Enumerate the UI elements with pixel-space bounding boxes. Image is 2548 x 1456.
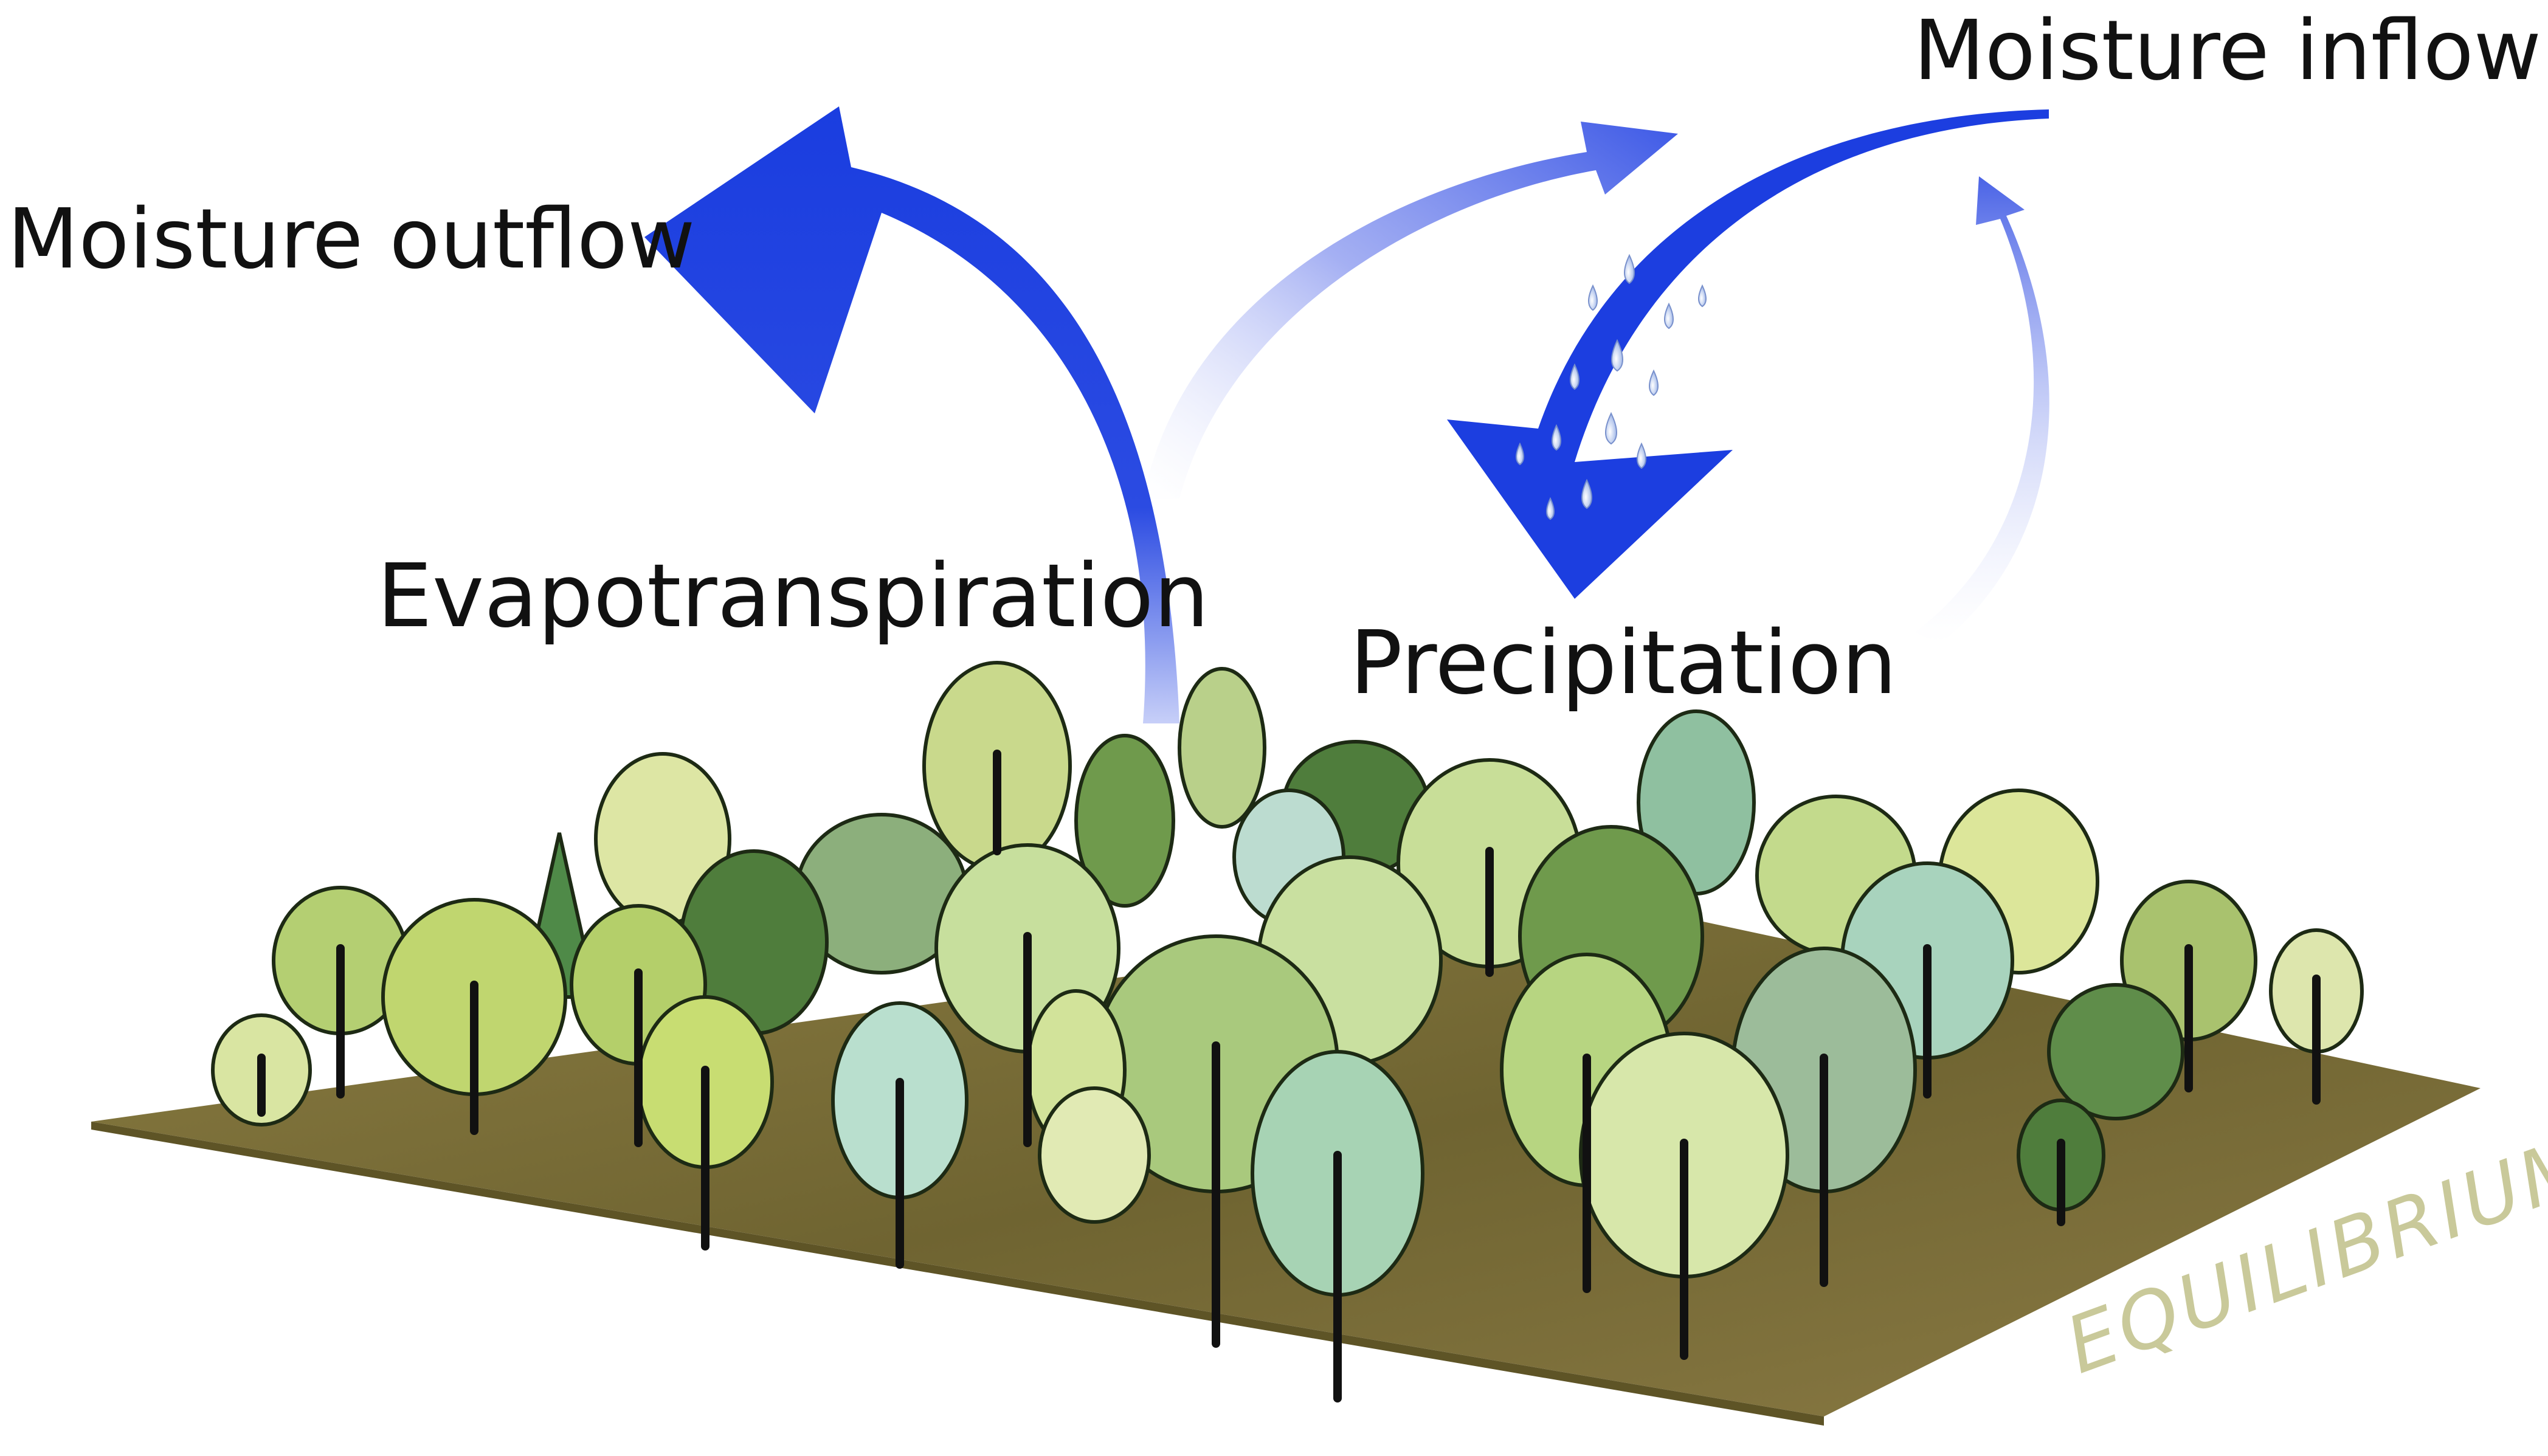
ground-plane-edge (91, 1122, 1824, 1426)
precipitation-arrow (1447, 109, 2049, 599)
moisture-outflow-arrow (644, 106, 1179, 723)
moisture-inflow-label: Moisture inflow (1913, 3, 2541, 99)
moisture-outflow-label: Moisture outflow (7, 191, 695, 288)
precipitation-label: Precipitation (1350, 612, 1897, 714)
rain-drops (1516, 254, 1707, 520)
evapotranspiration-label: Evapotranspiration (377, 545, 1209, 647)
tree-trunks (257, 750, 2321, 1403)
evaporation-return-arrow (1143, 122, 1678, 499)
recycling-arrow-right (1915, 176, 2049, 644)
